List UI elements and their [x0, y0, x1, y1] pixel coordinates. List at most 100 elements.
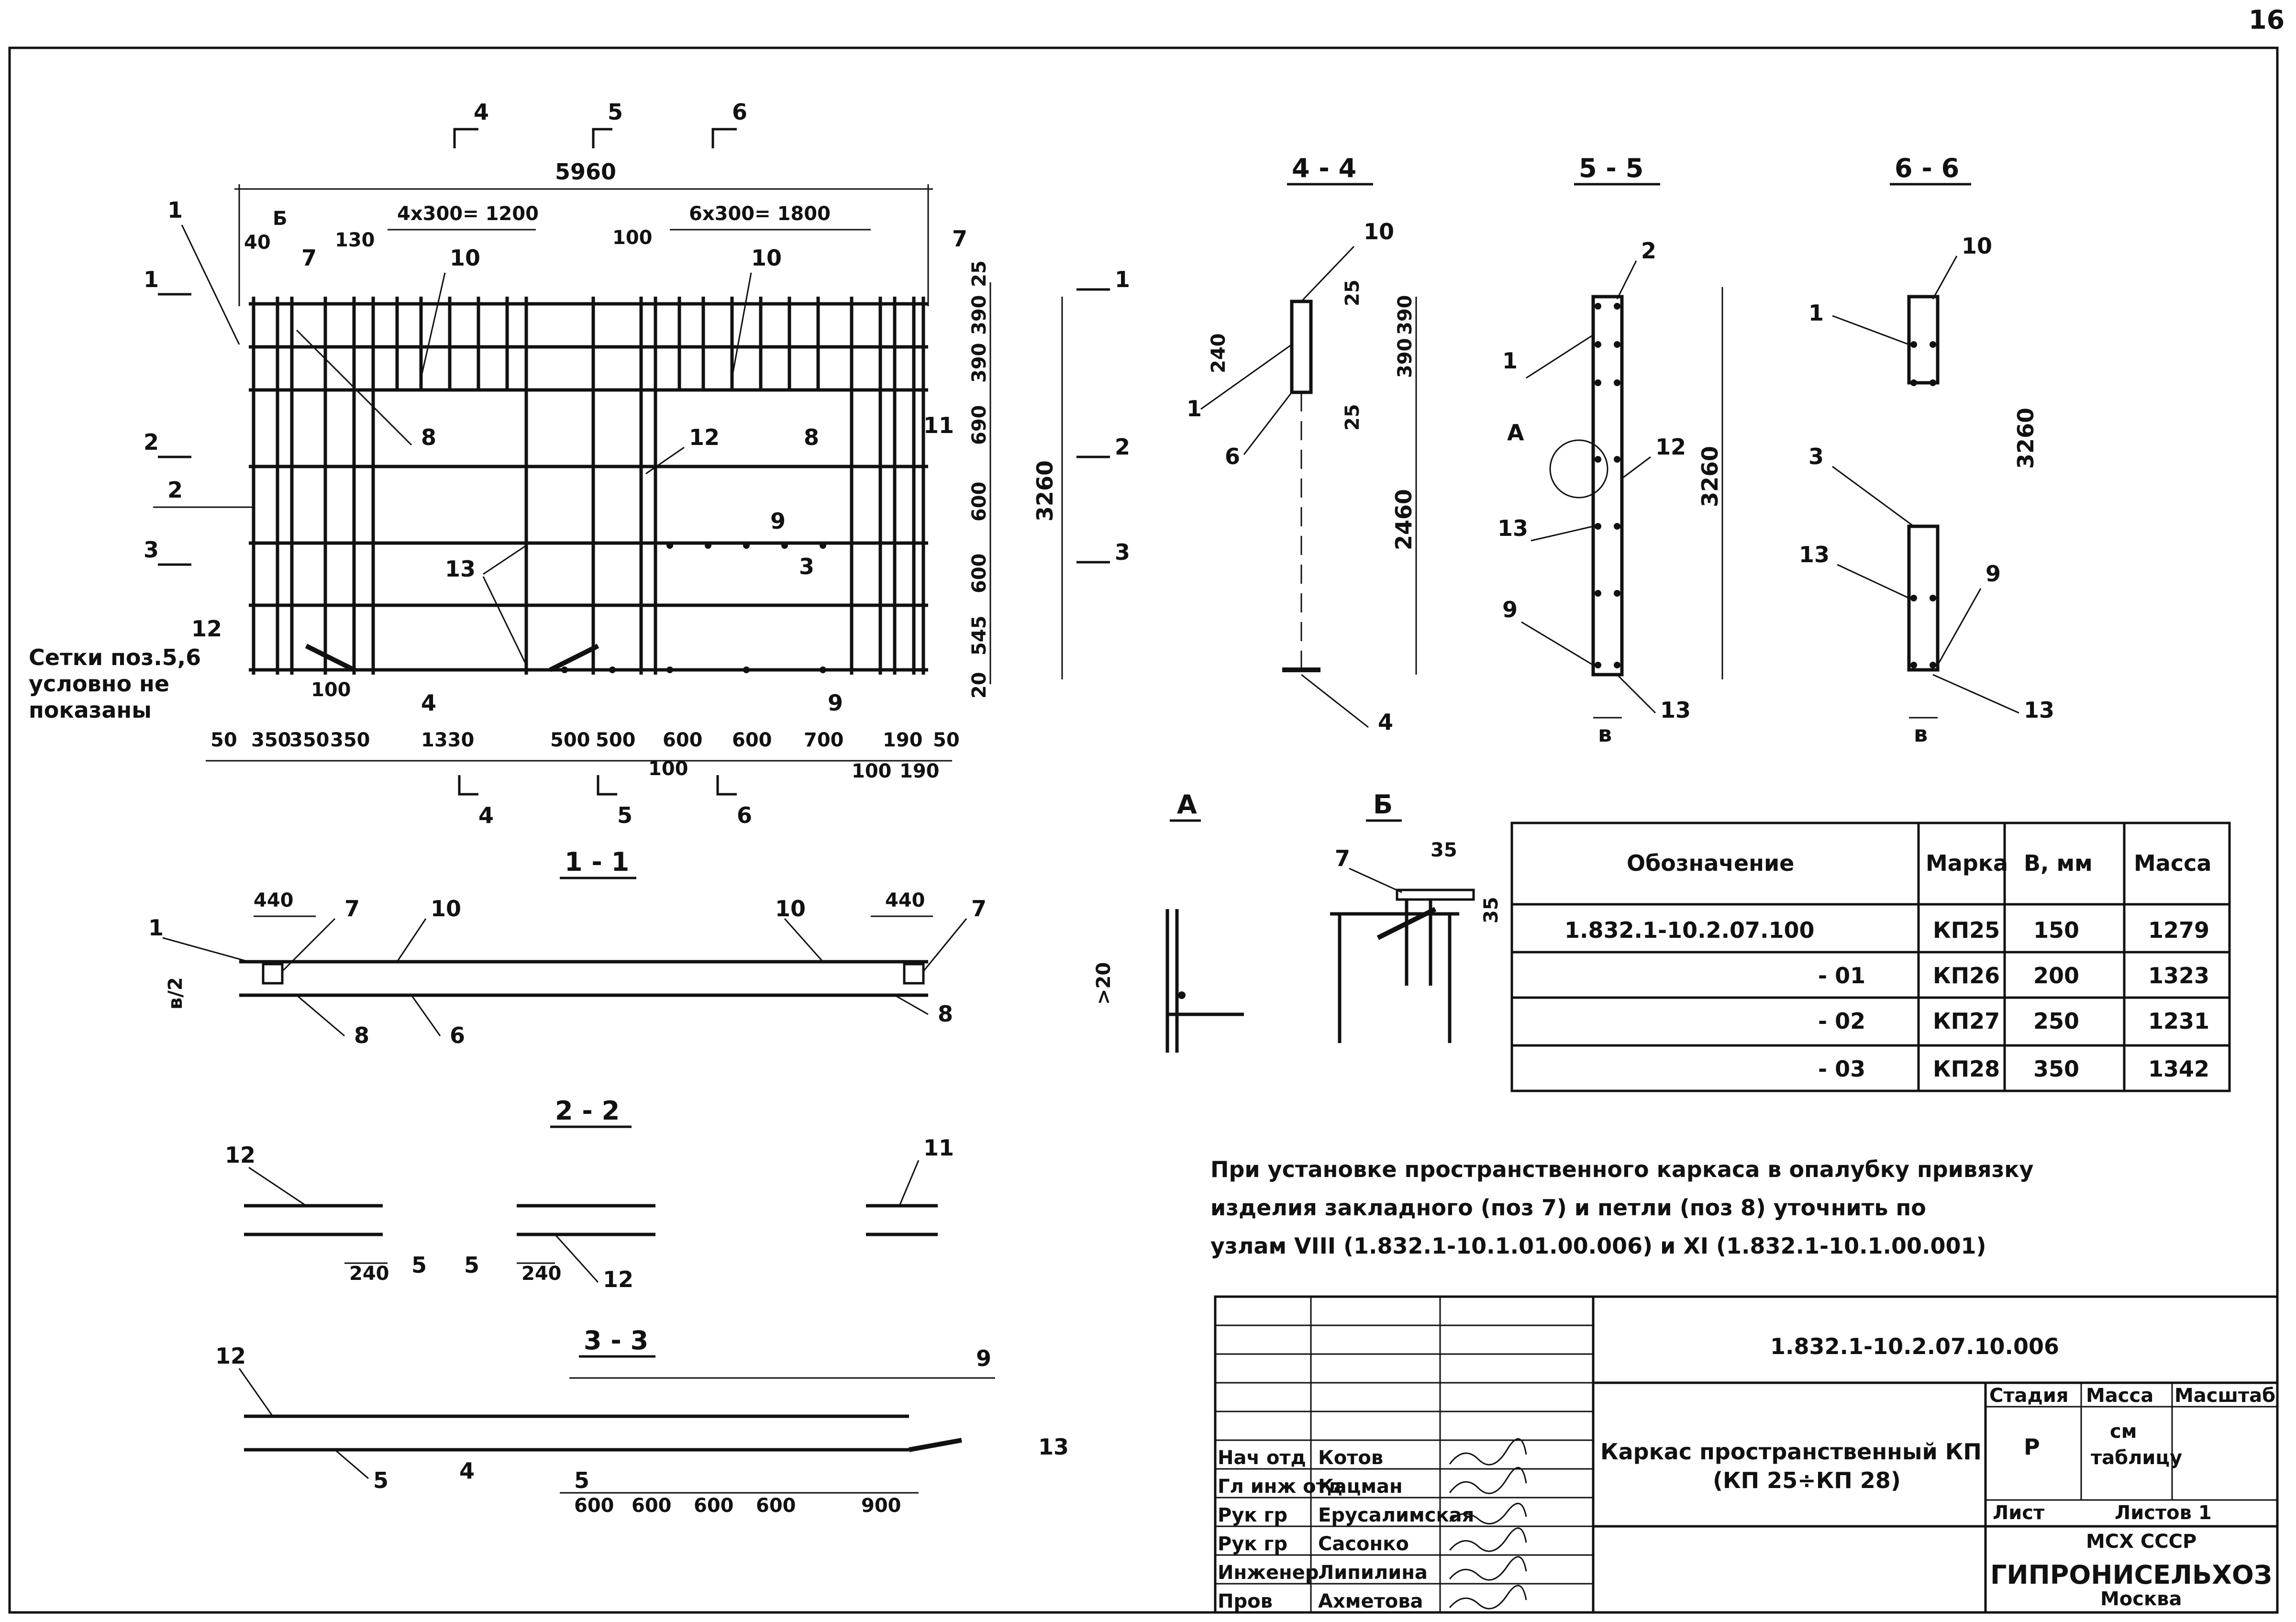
plan-mark-top-5: 5 — [608, 99, 623, 125]
plan-bottom-dim-9: 700 — [804, 729, 844, 751]
section-4-4-pos-6: 6 — [1225, 444, 1240, 469]
plan-mark-right-2: 2 — [1115, 434, 1130, 460]
plan-right-dim-600b: 600 — [968, 554, 990, 594]
section-5-5-pos-2: 2 — [1641, 238, 1656, 264]
plan-pos-12b: 12 — [191, 616, 222, 642]
section-4-4-pos-1: 1 — [1187, 396, 1202, 422]
section-5-5-pos-9: 9 — [1502, 597, 1518, 622]
section-2-2-title: 2 - 2 — [555, 1096, 620, 1126]
spec-header-designation: Обозначение — [1627, 850, 1794, 876]
staff-role-2: Гл инж отд — [1218, 1476, 1342, 1498]
section-5-5-pos-12: 12 — [1655, 434, 1686, 460]
section-5-5: 5 - 5 3260 в 2 1 А 12 13 9 13 — [1497, 153, 1723, 747]
section-1-1-pos-10a: 10 — [431, 896, 461, 922]
staff-name-2: Кацман — [1318, 1476, 1403, 1498]
section-3-3-dim-600b: 600 — [632, 1495, 672, 1517]
plan-pos-7a: 7 — [301, 245, 317, 271]
install-note-line-2: изделия закладного (поз 7) и петли (поз … — [1210, 1195, 1926, 1221]
section-1-1-pos-6: 6 — [450, 1022, 465, 1048]
plan-dim-40: 40 — [244, 232, 271, 254]
plan-mark-left-1: 1 — [144, 267, 159, 292]
plan-pos-9a: 9 — [770, 508, 786, 534]
section-1-1-pos-1: 1 — [148, 915, 164, 941]
plan-pos-11: 11 — [923, 412, 954, 438]
section-3-3-pos-5b: 5 — [574, 1467, 589, 1493]
section-4-4-dim-390a: 390 — [1394, 295, 1416, 335]
spec-row-3-b: 250 — [2033, 1008, 2079, 1034]
section-1-1-pos-8a: 8 — [354, 1022, 369, 1048]
plan-dim-130: 130 — [335, 229, 375, 251]
spec-row-1-mark: КП25 — [1933, 917, 2000, 943]
section-5-5-dim-3260: 3260 — [1697, 446, 1723, 507]
title-org-2: ГИПРОНИСЕЛЬХОЗ — [1990, 1560, 2272, 1590]
spec-row-2-mass: 1323 — [2148, 963, 2209, 989]
signature-1 — [1449, 1438, 1527, 1466]
section-6-6-pos-9: 9 — [1985, 561, 2001, 587]
section-3-3: 3 - 3 600 600 600 600 900 12 9 5 4 5 13 — [215, 1325, 1069, 1517]
plan-pos-8a: 8 — [421, 424, 436, 450]
title-mass-label: Масса — [2086, 1385, 2153, 1407]
section-6-6-pos-13b: 13 — [2024, 697, 2054, 723]
staff-name-3: Ерусалимская — [1318, 1504, 1474, 1526]
plan-right-dim-390b: 390 — [968, 343, 990, 383]
spec-header-mass: Масса — [2134, 850, 2211, 876]
install-note: При установке пространственного каркаса … — [1210, 1156, 2033, 1259]
section-4-4-pos-10: 10 — [1364, 219, 1394, 244]
staff-role-5: Инженер — [1218, 1562, 1319, 1584]
spec-row-4-designation: - 03 — [1818, 1056, 1865, 1082]
spec-table: Обозначение Марка В, мм Масса 1.832.1-10… — [1510, 822, 2231, 1092]
section-3-3-pos-5a: 5 — [373, 1467, 388, 1493]
plan-right-dim-545: 545 — [968, 616, 990, 656]
plan-mark-bottom-6: 6 — [737, 802, 752, 828]
title-doc-code: 1.832.1-10.2.07.10.006 — [1770, 1333, 2059, 1359]
section-1-1-pos-8b: 8 — [938, 1001, 953, 1027]
page-number: 16 — [2249, 5, 2285, 35]
plan-pos-4: 4 — [421, 690, 436, 716]
plan-bottom-dim-5: 500 — [550, 729, 590, 751]
title-doc-title-2: (КП 25÷КП 28) — [1713, 1467, 1901, 1493]
section-1-1-pos-10b: 10 — [775, 896, 806, 922]
plan-top-dim-1: 4x300= 1200 — [397, 203, 539, 225]
plan-mark-bottom-5: 5 — [617, 802, 632, 828]
plan-pos-12: 12 — [689, 424, 720, 450]
section-2-2-dim-240b: 240 — [521, 1263, 562, 1285]
plan-pos-1: 1 — [167, 197, 183, 223]
section-3-3-pos-9: 9 — [976, 1345, 991, 1371]
spec-header-mark: Марка — [1926, 850, 2008, 876]
node-a-title: А — [1177, 789, 1197, 820]
plan-pos-2: 2 — [167, 477, 183, 503]
section-5-5-pos-13b: 13 — [1660, 697, 1691, 723]
spec-row-1-designation: 1.832.1-10.2.07.100 — [1564, 917, 1815, 943]
plan-pos-8b: 8 — [804, 424, 819, 450]
section-3-3-title: 3 - 3 — [584, 1325, 648, 1355]
spec-row-2-b: 200 — [2033, 963, 2079, 989]
plan-mark-top-4: 4 — [474, 99, 489, 125]
section-6-6-title: 6 - 6 — [1895, 153, 1959, 183]
plan-bottom-dim-0: 50 — [211, 729, 237, 751]
plan-note-line-2: условно не — [29, 671, 169, 697]
title-stage-value: Р — [2024, 1434, 2040, 1460]
signature-6 — [1449, 1585, 1527, 1610]
plan-pos-13: 13 — [445, 556, 476, 582]
signature-2 — [1449, 1467, 1527, 1494]
plan-dim-100: 100 — [612, 227, 653, 249]
section-3-3-dim-900: 900 — [861, 1495, 901, 1517]
section-2-2-pos-5b: 5 — [464, 1252, 479, 1278]
section-6-6-pos-3: 3 — [1808, 444, 1824, 469]
section-3-3-pos-12: 12 — [215, 1343, 246, 1369]
section-4-4: 4 - 4 25 390 390 25 2460 240 10 1 6 4 — [1187, 153, 1417, 735]
section-3-3-pos-4: 4 — [459, 1458, 475, 1484]
section-6-6-pos-1: 1 — [1808, 300, 1824, 326]
plan-mark-right-1: 1 — [1115, 267, 1130, 292]
section-6-6-pos-10: 10 — [1962, 233, 1992, 259]
signature-4 — [1449, 1527, 1527, 1552]
staff-name-5: Липилина — [1318, 1562, 1428, 1584]
plan-right-dim-390a: 390 — [968, 295, 990, 335]
plan-top-dim-2: 6x300= 1800 — [689, 203, 831, 225]
staff-role-3: Рук гр — [1218, 1504, 1287, 1526]
spec-row-4-mass: 1342 — [2148, 1056, 2209, 1082]
plan-bottom2-dim-1: 100 — [852, 760, 892, 782]
node-b: Б 35 35 7 — [1330, 789, 1502, 1043]
section-5-5-pos-13a: 13 — [1497, 515, 1528, 541]
